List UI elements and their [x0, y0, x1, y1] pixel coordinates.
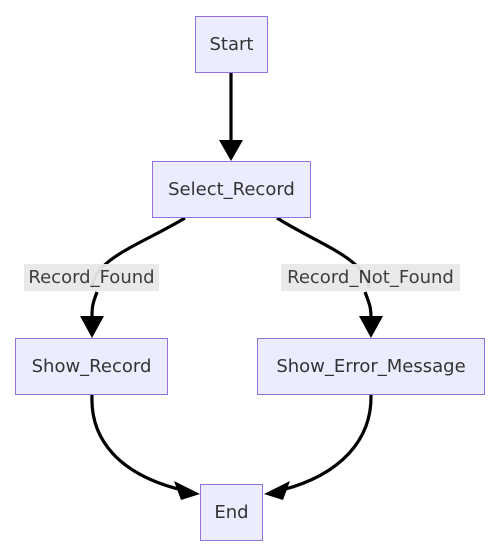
- node-show-error-message-label: Show_Error_Message: [276, 356, 466, 377]
- node-select-record-label: Select_Record: [168, 179, 295, 200]
- edge-label-record-not-found: Record_Not_Found: [281, 264, 460, 291]
- node-end-label: End: [214, 502, 249, 523]
- node-show-record: Show_Record: [15, 338, 168, 395]
- node-end: End: [200, 484, 263, 541]
- node-show-error-message: Show_Error_Message: [257, 338, 485, 395]
- edge-show-record-to-end: [90, 394, 183, 492]
- arrowhead-show-record: [80, 316, 104, 338]
- node-start-label: Start: [209, 34, 254, 55]
- node-start: Start: [195, 16, 268, 73]
- edge-select-to-show-error-lower: [363, 291, 373, 319]
- edge-show-error-to-end: [281, 394, 373, 492]
- edge-label-record-found: Record_Found: [24, 264, 159, 291]
- arrowhead-end-left: [174, 481, 200, 500]
- edge-label-record-not-found-text: Record_Not_Found: [287, 267, 454, 288]
- edge-label-record-found-text: Record_Found: [28, 267, 155, 288]
- node-show-record-label: Show_Record: [31, 356, 152, 377]
- arrowhead-end-right: [264, 481, 290, 500]
- edge-select-to-show-record-lower: [90, 291, 99, 319]
- node-select-record: Select_Record: [152, 161, 311, 218]
- arrowhead-select-record: [219, 140, 243, 161]
- arrowhead-show-error: [359, 316, 383, 338]
